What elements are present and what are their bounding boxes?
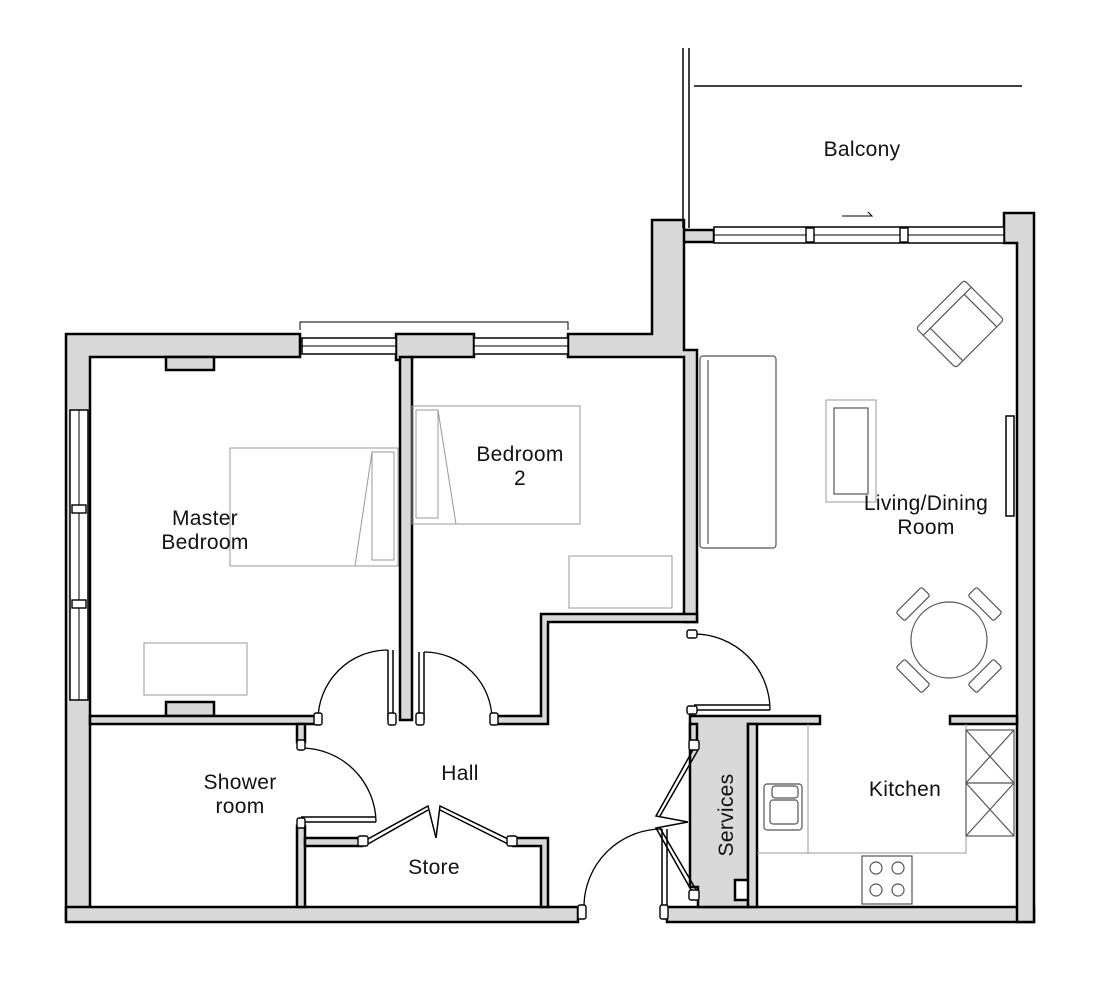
- windows: [69, 48, 1022, 701]
- store-label: Store: [408, 856, 460, 879]
- master-bedroom-label: Master Bedroom: [140, 507, 270, 555]
- interior-walls: [88, 355, 1019, 909]
- doors: [296, 629, 771, 920]
- hall-label: Hall: [441, 762, 479, 785]
- bedroom-2-label-line1: Bedroom: [476, 443, 564, 466]
- master-bedroom-label-line1: Master: [172, 507, 238, 530]
- bedroom-2-label: Bedroom 2: [455, 443, 585, 491]
- kitchen-label: Kitchen: [868, 778, 942, 801]
- furniture: [143, 280, 1015, 905]
- living-dining-label: Living/Dining Room: [846, 492, 1006, 540]
- shower-room-label: Shower room: [180, 771, 300, 819]
- bedroom-2-label-line2: 2: [514, 467, 526, 490]
- living-dining-label-line1: Living/Dining: [863, 492, 989, 515]
- shower-room-label-line2: room: [215, 795, 265, 818]
- services-label: Services: [715, 773, 738, 857]
- living-dining-label-line2: Room: [897, 516, 955, 539]
- balcony-label: Balcony: [823, 138, 901, 161]
- master-bedroom-label-line2: Bedroom: [161, 531, 249, 554]
- shower-room-label-line1: Shower: [203, 771, 277, 794]
